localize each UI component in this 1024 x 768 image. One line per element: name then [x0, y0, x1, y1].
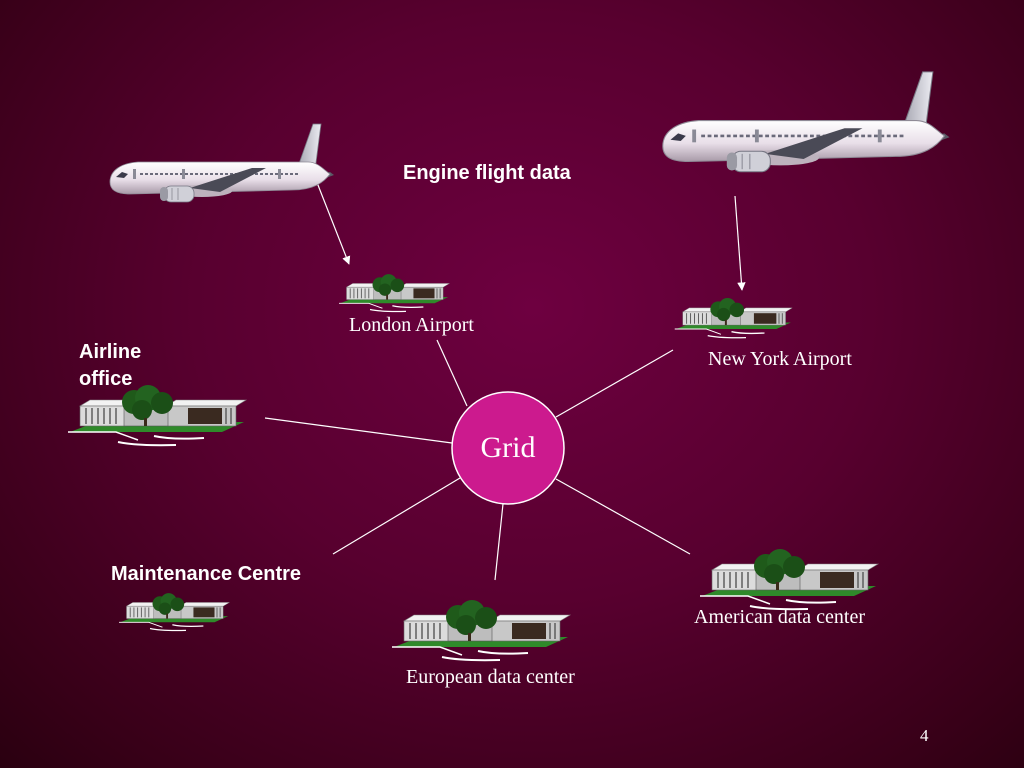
link-london-grid	[436, 339, 468, 407]
london-airport-label: London Airport	[349, 314, 474, 336]
diagram-title: Engine flight data	[403, 162, 571, 184]
building-icon	[118, 592, 231, 632]
link-european-grid	[494, 503, 504, 581]
building-icon	[67, 384, 247, 447]
page-number: 4	[920, 726, 929, 745]
building-icon	[338, 273, 451, 313]
building-icon	[674, 297, 793, 339]
arrow-plane-to-london	[315, 179, 351, 265]
maintenance-centre-label: Maintenance Centre	[111, 563, 302, 585]
link-newyork-grid	[555, 349, 674, 418]
new-york-airport-label: New York Airport	[708, 348, 852, 370]
building-icon	[699, 548, 879, 611]
link-american-grid	[555, 478, 691, 555]
airline-office-label: Airline office	[79, 341, 142, 390]
european-data-center-label: European data center	[406, 666, 575, 688]
airplane-icon	[109, 123, 335, 203]
link-airline-grid	[264, 417, 453, 444]
american-data-center-label: American data center	[694, 606, 866, 628]
grid-node-label: Grid	[480, 431, 536, 464]
airplane-icon	[661, 70, 951, 174]
grid-node	[451, 391, 565, 505]
link-maintenance-grid	[332, 477, 461, 555]
arrow-plane-to-newyork	[734, 195, 746, 291]
building-icon	[391, 599, 571, 662]
